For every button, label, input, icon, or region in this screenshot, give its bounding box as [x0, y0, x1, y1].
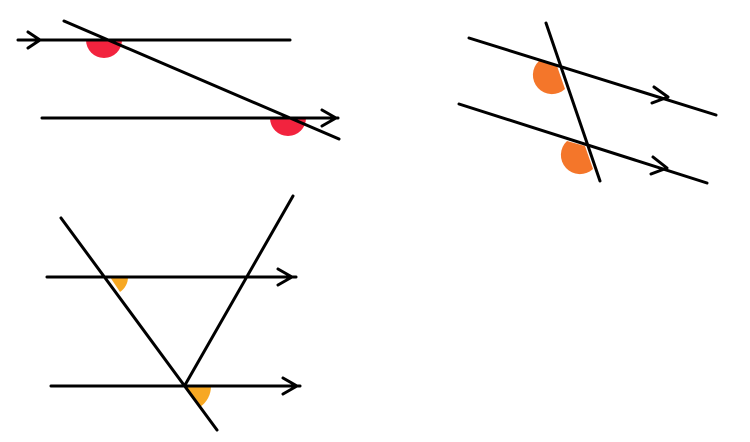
figure-parallel-lines-amber: [45, 194, 302, 432]
parallel-line-upper: [467, 36, 718, 117]
angle-marker-amber-upper: [110, 277, 129, 292]
arrowhead-upper: [26, 30, 42, 50]
angle-marker-red-upper: [86, 40, 122, 58]
transversal-line-right: [183, 194, 295, 387]
arrowhead-upper: [276, 267, 294, 287]
arrowhead-upper: [650, 85, 670, 105]
angle-marker-orange-upper: [532, 61, 565, 95]
figure-parallel-lines-orange: [457, 21, 718, 185]
figure-parallel-lines-red: [16, 19, 341, 141]
transversal-line: [62, 19, 341, 141]
transversal-line: [544, 21, 602, 183]
angle-marker-red-lower: [270, 118, 306, 136]
transversal-line-left: [59, 216, 219, 432]
angle-marker-amber-lower: [186, 386, 212, 407]
arrowhead-lower: [320, 108, 338, 128]
arrowhead-lower: [649, 155, 669, 176]
angle-marker-orange-lower: [560, 141, 593, 175]
arrowhead-lower: [281, 376, 299, 396]
